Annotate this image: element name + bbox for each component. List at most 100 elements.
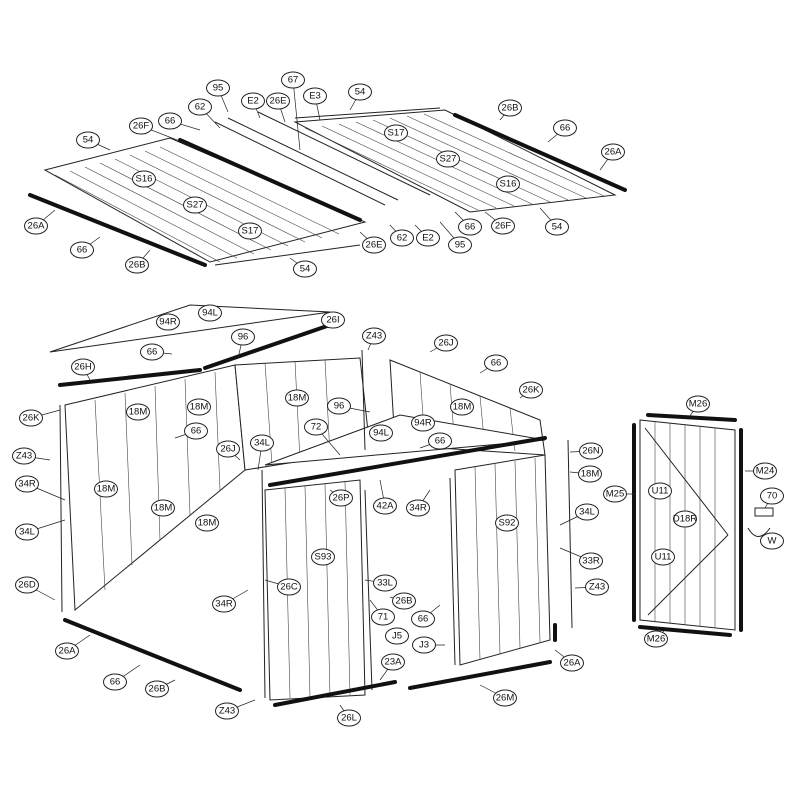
callout-label: 67 [288,75,299,86]
callout-label: 95 [213,83,224,94]
callout-label: 26E [366,240,383,251]
door-top-rail [646,413,737,422]
callout-label: S27 [187,200,204,211]
callout-label: 26D [18,580,36,591]
callout-oval [198,304,222,322]
callout-wall-26j-left: 26J [216,440,241,461]
callout-oval [329,489,353,507]
callout-label: 66 [491,358,502,369]
gable-back [49,304,332,387]
callout-oval [321,311,345,329]
callout-oval [553,119,577,137]
callout-label: 94R [414,418,432,429]
callout-oval [277,578,301,596]
callout-oval [648,482,672,500]
callout-label: 66 [77,245,88,256]
callout-oval [601,143,625,161]
callout-oval [19,409,43,427]
door-handle-70 [754,507,774,517]
callout-roof-e2-bottom: E2 [414,224,440,247]
callout-oval [493,689,517,707]
callout-label: 94L [373,428,389,439]
callout-roof-66-right: 66 [547,119,577,143]
callout-oval [231,328,255,346]
wall-left-back [64,364,246,612]
callout-roof-s27-right: S27 [436,150,460,168]
callout-label: 95 [455,240,466,251]
callout-wall-18m-back1: 18M [285,389,309,407]
callout-wall-72: 72 [304,418,341,456]
callout-oval [70,241,94,259]
callout-wall-26b-bottom: 26B [145,679,176,698]
callout-oval [15,576,39,594]
callout-gable-94l-back: 94L [198,304,222,322]
callout-label: 54 [355,87,366,98]
callout-label: 23A [385,657,403,668]
callout-label: J3 [419,640,429,651]
callout-roof-95-bottom: 95 [439,221,472,254]
callout-label: 96 [334,401,345,412]
door-brace-lower [647,534,729,616]
callout-roof-e2-top: E2 [241,92,265,119]
callout-wall-18m-back3: 18M [187,398,211,416]
callout-wall-j5: J5 [385,627,409,645]
callout-label: 26A [28,221,46,232]
callout-roof-26a-left: 26A [24,209,56,235]
callout-roof-66-bl: 66 [70,236,101,259]
callout-wall-18m-back2: 18M [126,403,150,421]
callout-label: 62 [195,102,206,113]
callout-label: E2 [422,233,434,244]
roof-sheet-left [43,137,367,263]
callout-oval [496,175,520,193]
callout-label: E2 [247,96,259,107]
callout-oval [304,418,328,436]
door-brace-upper [644,427,729,536]
callout-oval [495,514,519,532]
callout-wall-j3: J3 [412,636,445,654]
leader-line [292,79,301,151]
callout-oval [285,389,309,407]
callout-wall-66-front2: 66 [411,604,441,628]
callout-label: M26 [689,399,707,410]
callout-roof-26e-top: 26E [266,92,290,123]
callout-door-m26-bottom: M26 [644,629,668,648]
callout-door-d18r: D18R [673,510,697,528]
callout-label: 66 [560,123,571,134]
callout-oval [369,424,393,442]
callout-wall-26c: 26C [264,578,301,596]
callout-wall-s92: S92 [495,514,519,532]
callout-label: 18M [154,503,173,514]
callout-oval [183,196,207,214]
callout-label: 18M [190,402,209,413]
callout-roof-s16-right: S16 [496,175,520,193]
callout-oval [411,610,435,628]
callout-wall-18m-left3: 18M [195,514,219,532]
callout-label: Z43 [366,331,382,342]
callout-label: 66 [147,347,158,358]
callout-oval [327,397,351,415]
callout-label: 26M [496,693,515,704]
callout-oval [151,499,175,517]
callout-label: 26B [149,684,166,695]
callout-oval [71,358,95,376]
callout-wall-z43-bottom: Z43 [215,699,256,720]
callout-label: 70 [767,491,778,502]
callout-label: 26B [129,260,146,271]
callout-label: 26B [502,103,519,114]
callout-door-m24: M24 [745,462,777,480]
callout-door-m25: M25 [603,485,636,503]
door-handle-w [747,527,771,537]
callout-roof-66-top: 66 [158,112,201,131]
callout-oval [15,475,39,493]
callout-label: 18M [581,469,600,480]
callout-wall-26d: 26D [15,576,56,601]
callout-label: 26J [438,338,454,349]
callout-oval [579,552,603,570]
callout-label: 18M [129,407,148,418]
callout-oval [216,440,240,458]
callout-label: 94R [159,317,177,328]
callout-roof-s16-left: S16 [132,170,156,188]
callout-oval [55,642,79,660]
callout-door-m26-top: M26 [686,395,710,417]
callout-oval [371,608,395,626]
